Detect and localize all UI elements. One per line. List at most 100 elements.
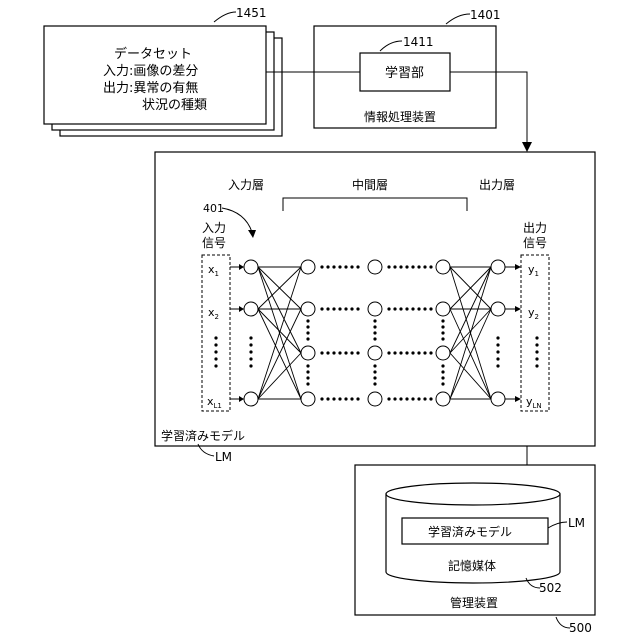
hidden-dots-left <box>320 397 323 400</box>
hidden-dots-left <box>332 351 335 354</box>
management-device-ref: 500 <box>569 621 592 635</box>
vertical-ellipsis-dot <box>249 343 252 346</box>
vertical-ellipsis-dot <box>441 337 444 340</box>
vertical-ellipsis-dot <box>441 376 444 379</box>
vertical-ellipsis-dot <box>535 343 538 346</box>
hidden-dots-right <box>423 265 426 268</box>
output-node <box>491 392 505 406</box>
vertical-ellipsis-dot <box>441 370 444 373</box>
vertical-ellipsis-dot <box>249 364 252 367</box>
hidden-node <box>368 346 382 360</box>
vertical-ellipsis-dot <box>214 350 217 353</box>
hidden-dots-right <box>429 307 432 310</box>
input-node <box>244 392 258 406</box>
hidden-dots-right <box>417 265 420 268</box>
management-device-label: 管理装置 <box>450 595 498 610</box>
vertical-ellipsis-dot <box>306 331 309 334</box>
hidden-dots-left <box>320 351 323 354</box>
hidden-node <box>436 302 450 316</box>
input-node <box>244 302 258 316</box>
vertical-ellipsis-dot <box>373 325 376 328</box>
hidden-node <box>301 392 315 406</box>
hidden-dots-right <box>387 351 390 354</box>
info-device-ref-leader <box>446 14 470 24</box>
learning-to-model-arrowhead <box>522 142 532 152</box>
dataset-ref-leader <box>214 12 236 22</box>
hidden-dots-right <box>417 397 420 400</box>
storage-top <box>386 483 560 505</box>
dataset-situation-line: 状況の種類 <box>142 97 207 113</box>
hidden-dots-left <box>344 307 347 310</box>
hidden-dots-right <box>411 397 414 400</box>
hidden-dots-left <box>356 351 359 354</box>
vertical-ellipsis-dot <box>306 364 309 367</box>
hidden-dots-right <box>399 307 402 310</box>
hidden-dots-left <box>350 351 353 354</box>
hidden-dots-right <box>405 351 408 354</box>
stored-model-ref: LM <box>568 516 585 530</box>
dataset-title: データセット <box>114 46 192 62</box>
vertical-ellipsis-dot <box>214 336 217 339</box>
hidden-dots-right <box>399 265 402 268</box>
output-node <box>491 260 505 274</box>
vertical-ellipsis-dot <box>535 357 538 360</box>
vertical-ellipsis-dot <box>496 364 499 367</box>
hidden-dots-right <box>411 307 414 310</box>
vertical-ellipsis-dot <box>306 337 309 340</box>
hidden-dots-left <box>338 351 341 354</box>
hidden-dots-right <box>411 351 414 354</box>
vertical-ellipsis-dot <box>214 364 217 367</box>
vertical-ellipsis-dot <box>496 343 499 346</box>
dataset-ref: 1451 <box>236 6 267 20</box>
vertical-ellipsis-dot <box>496 336 499 339</box>
hidden-dots-right <box>393 351 396 354</box>
middle-layer-label: 中間層 <box>352 177 388 192</box>
hidden-dots-left <box>326 307 329 310</box>
hidden-node <box>301 260 315 274</box>
input-signal-label-line2: 信号 <box>202 236 226 250</box>
dataset-output-line: 出力:異常の有無 <box>103 81 198 96</box>
hidden-dots-right <box>417 307 420 310</box>
hidden-dots-left <box>338 307 341 310</box>
hidden-dots-left <box>350 397 353 400</box>
hidden-dots-right <box>387 265 390 268</box>
hidden-dots-left <box>338 397 341 400</box>
hidden-dots-right <box>411 265 414 268</box>
hidden-node <box>301 302 315 316</box>
hidden-dots-right <box>429 397 432 400</box>
hidden-dots-right <box>429 351 432 354</box>
hidden-node <box>436 346 450 360</box>
hidden-dots-left <box>326 351 329 354</box>
hidden-dots-right <box>393 265 396 268</box>
hidden-node <box>301 346 315 360</box>
output-signal-label-line1: 出力 <box>523 221 547 235</box>
vertical-ellipsis-dot <box>441 382 444 385</box>
hidden-dots-left <box>344 351 347 354</box>
hidden-dots-left <box>344 265 347 268</box>
info-device-label: 情報処理装置 <box>364 110 436 124</box>
vertical-ellipsis-dot <box>535 336 538 339</box>
storage-ref: 502 <box>539 581 562 595</box>
management-device-ref-leader <box>556 617 570 628</box>
hidden-dots-right <box>399 351 402 354</box>
info-device-ref: 1401 <box>470 8 501 22</box>
output-node <box>491 302 505 316</box>
hidden-dots-right <box>405 397 408 400</box>
input-signal-label-line1: 入力 <box>202 221 226 235</box>
vertical-ellipsis-dot <box>373 376 376 379</box>
hidden-node <box>368 392 382 406</box>
hidden-dots-left <box>356 307 359 310</box>
output-layer-label: 出力層 <box>479 178 515 192</box>
learning-unit-ref: 1411 <box>403 35 434 49</box>
vertical-ellipsis-dot <box>441 331 444 334</box>
hidden-dots-left <box>326 397 329 400</box>
hidden-dots-left <box>356 397 359 400</box>
hidden-dots-left <box>320 307 323 310</box>
hidden-dots-right <box>417 351 420 354</box>
vertical-ellipsis-dot <box>306 319 309 322</box>
learned-model-label: 学習済みモデル <box>161 428 245 443</box>
hidden-dots-right <box>393 307 396 310</box>
vertical-ellipsis-dot <box>441 364 444 367</box>
dataset-stack: データセット 入力:画像の差分 出力:異常の有無 状況の種類 <box>44 26 282 136</box>
